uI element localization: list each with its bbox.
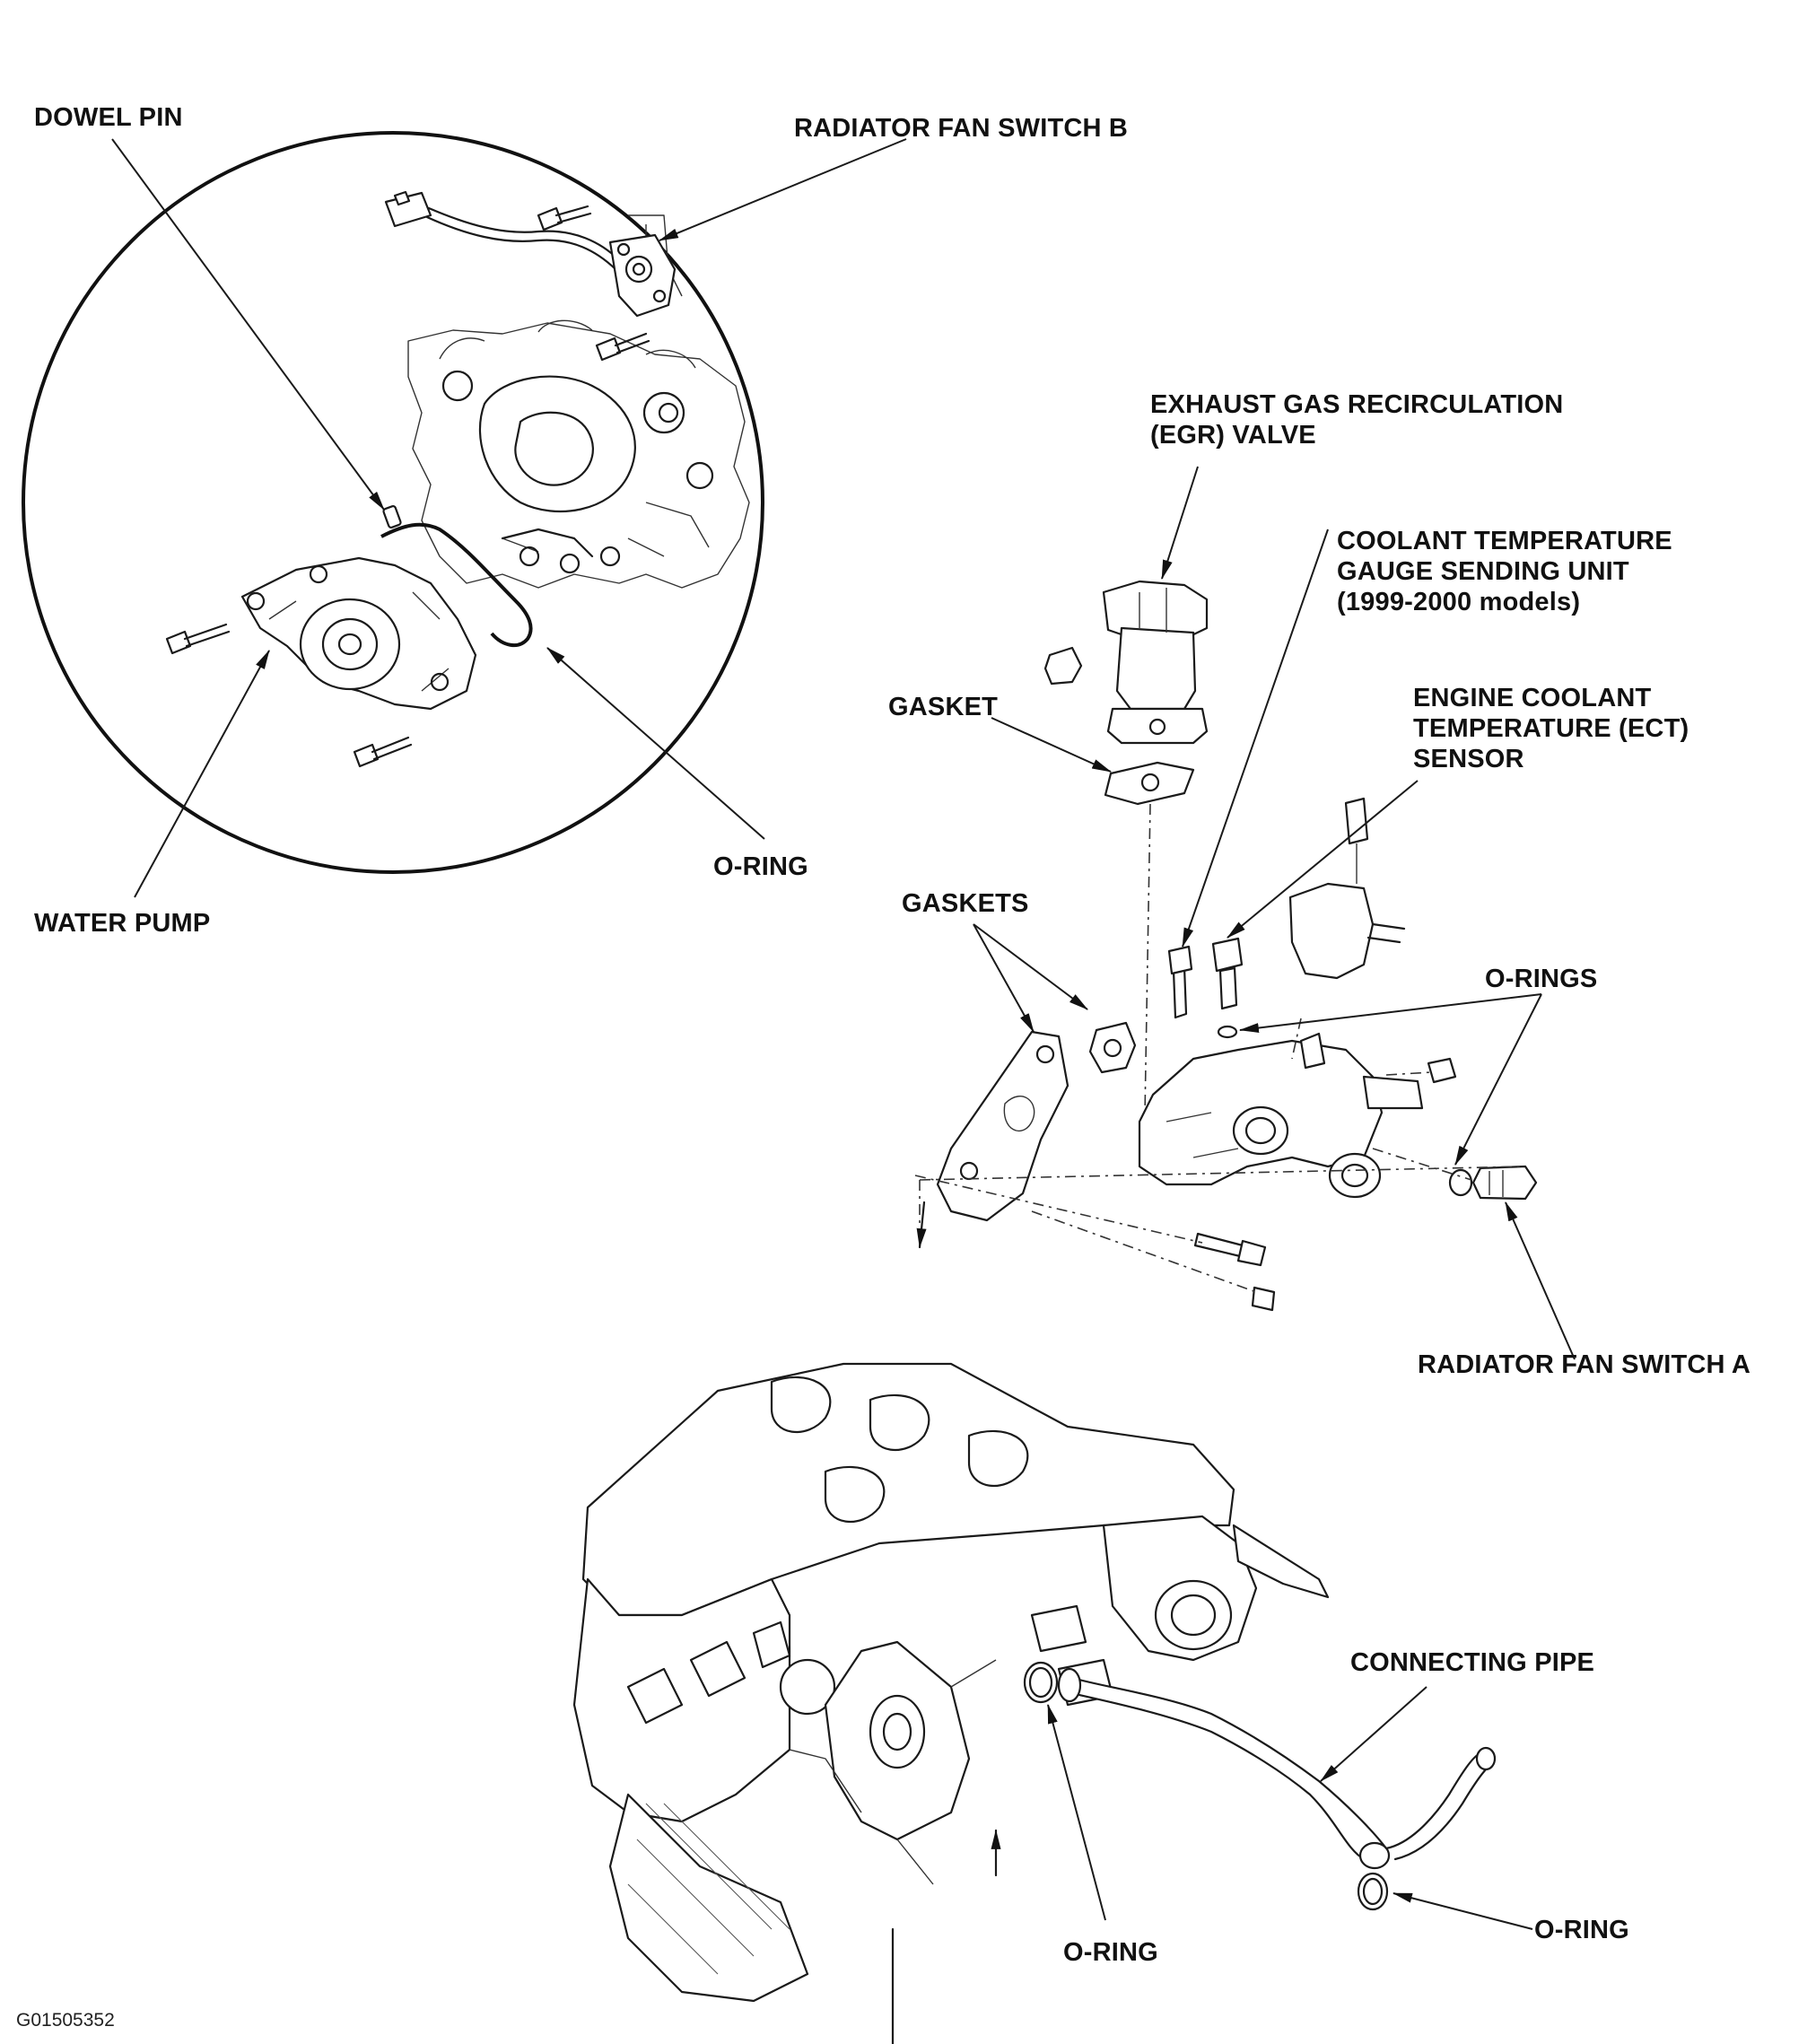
bolt-pump-left [165, 623, 231, 655]
label-ect-line2: TEMPERATURE (ECT) [1413, 714, 1689, 743]
gauge-sending-unit-part [1167, 945, 1193, 1019]
label-dowel-pin: DOWEL PIN [34, 103, 183, 132]
bolt-switch-upper [537, 205, 592, 231]
label-o-rings: O-RINGS [1485, 965, 1597, 993]
label-radiator-fan-switch-b: RADIATOR FAN SWITCH B [794, 114, 1128, 143]
egr-gasket-part [1104, 761, 1195, 806]
label-egr-line2: (EGR) VALVE [1150, 421, 1316, 450]
label-ect-line3: SENSOR [1413, 745, 1524, 773]
label-gasket: GASKET [888, 693, 998, 721]
label-o-ring-engine: O-RING [1063, 1938, 1158, 1967]
ect-sensor-part [1211, 937, 1244, 1039]
label-ect-line1: ENGINE COOLANT [1413, 684, 1651, 712]
bolt-pump-lower [353, 736, 413, 768]
label-gauge-line1: COOLANT TEMPERATURE [1337, 527, 1672, 555]
label-egr-line1: EXHAUST GAS RECIRCULATION [1150, 390, 1563, 419]
label-gauge-line3: (1999-2000 models) [1337, 588, 1580, 616]
gasket-tall-part [936, 1030, 1070, 1222]
figure-id: G01505352 [16, 2010, 115, 2031]
engine-block-detail [407, 214, 750, 589]
nut-housing-lower [1251, 1286, 1276, 1312]
detail-circle [22, 131, 764, 874]
egr-valve-part [1102, 580, 1209, 745]
nut-housing-right [1427, 1057, 1457, 1084]
egr-nut [1043, 646, 1083, 686]
water-pump-part [240, 556, 477, 711]
label-radiator-fan-switch-a: RADIATOR FAN SWITCH A [1418, 1350, 1751, 1379]
vacuum-unit-part [1288, 797, 1406, 980]
label-o-ring-pipe: O-RING [1534, 1916, 1629, 1944]
connecting-pipe-part [1057, 1667, 1497, 1870]
dowel-pin-part [382, 505, 402, 528]
label-gauge-line2: GAUGE SENDING UNIT [1337, 557, 1629, 586]
radiator-fan-switch-b-part [384, 190, 677, 318]
bolt-switch-lower [595, 332, 650, 362]
o-ring-engine-part [1023, 1661, 1059, 1704]
radiator-fan-switch-a-part [1448, 1165, 1538, 1201]
label-gaskets: GASKETS [902, 889, 1029, 918]
o-ring-loop-part [380, 522, 533, 648]
water-outlet-housing-part [1138, 1032, 1424, 1199]
engine-assembly-part [572, 1362, 1330, 2044]
leader-lines [111, 138, 1576, 1930]
o-ring-pipe-part [1357, 1872, 1389, 1911]
bolt-housing-upper [1193, 1232, 1267, 1267]
label-o-ring-pump: O-RING [713, 852, 808, 881]
label-water-pump: WATER PUMP [34, 909, 210, 938]
label-connecting-pipe: CONNECTING PIPE [1350, 1648, 1594, 1677]
gasket-small-part [1088, 1021, 1137, 1074]
